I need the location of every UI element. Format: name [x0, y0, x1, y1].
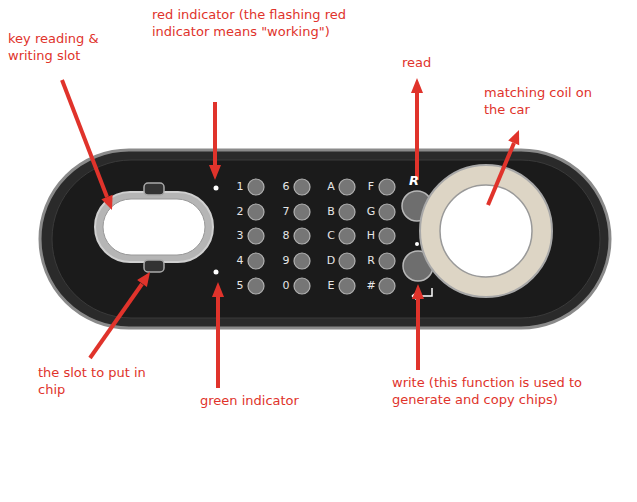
keypad-buttons	[248, 179, 395, 294]
key-slot	[103, 199, 205, 255]
callout-label: matching coil on the car	[484, 84, 594, 118]
leader-arrows	[62, 78, 519, 388]
key-label: E	[328, 280, 335, 292]
green-indicator	[214, 270, 219, 275]
read-icon: R	[409, 174, 419, 188]
key-label: 6	[283, 181, 290, 193]
slot-notch	[144, 183, 164, 195]
key-label: C	[327, 230, 335, 242]
key-label: A	[327, 181, 335, 193]
key-label: D	[327, 255, 335, 267]
red-indicator	[214, 186, 219, 191]
callout-label: green indicator	[200, 392, 299, 409]
key-label: 5	[237, 280, 244, 292]
callout-label: write (this function is used to generate…	[392, 374, 630, 408]
callout-label: read	[402, 54, 431, 71]
key-label: 9	[283, 255, 290, 267]
write-indicator	[415, 242, 419, 246]
callout-label: red indicator (the flashing red indicato…	[152, 6, 367, 40]
callout-label: the slot to put in chip	[38, 364, 168, 398]
key-label: B	[327, 206, 335, 218]
key-label: 7	[283, 206, 290, 218]
key-label: G	[367, 206, 376, 218]
key-label: R	[367, 255, 375, 267]
key-label: 3	[237, 230, 244, 242]
callout-label: key reading & writing slot	[8, 30, 130, 64]
key-label: 1	[237, 181, 244, 193]
coil-ring	[420, 165, 552, 297]
matching-coil	[440, 185, 532, 277]
key-slot-rim	[95, 192, 213, 262]
key-label: H	[367, 230, 375, 242]
key-label: #	[366, 280, 375, 292]
key-label: 4	[237, 255, 244, 267]
device-body	[40, 150, 610, 328]
key-label: 0	[283, 280, 290, 292]
chip-slot	[144, 260, 164, 272]
key-label: 8	[283, 230, 290, 242]
key-label: 2	[237, 206, 244, 218]
key-label: F	[368, 181, 374, 193]
